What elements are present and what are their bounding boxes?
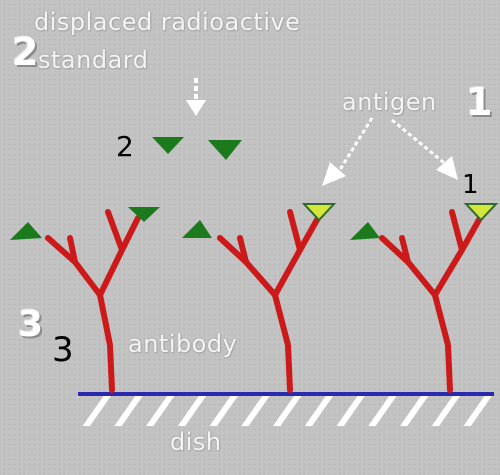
bound-standard-triangle-3 [350,222,380,240]
step-number-3-large: 3 [18,304,44,345]
step-number-2-large: 2 [12,30,39,74]
dish-label: dish [170,428,222,456]
step-number-2: 2 [116,130,134,163]
arrow-antigen-right [391,118,458,180]
arrow-antigen-left [322,117,374,186]
bound-standard-triangle-4 [128,207,160,222]
dish-hatching [78,396,494,426]
antigen-label: antigen [342,88,437,116]
step-number-3: 3 [52,330,74,370]
bound-standard-triangle-1 [10,222,42,240]
antibody-label: antibody [128,330,238,358]
arrow-standard [186,78,206,116]
displaced-label-line1: displaced radioactive [34,8,301,36]
antigen-triangle-2 [463,203,499,222]
displaced-standard-triangle-1 [152,137,184,154]
bound-standard-triangle-2 [182,220,212,238]
displaced-standard-triangle-2 [208,140,242,160]
antibody-middle [217,209,321,393]
antigen-triangle-1 [301,203,337,222]
step-number-1: 1 [462,170,479,200]
step-number-1-large: 1 [466,80,493,124]
displaced-label-line2: standard [38,46,149,74]
antibody-right [379,209,483,393]
antibody-left [45,209,141,393]
